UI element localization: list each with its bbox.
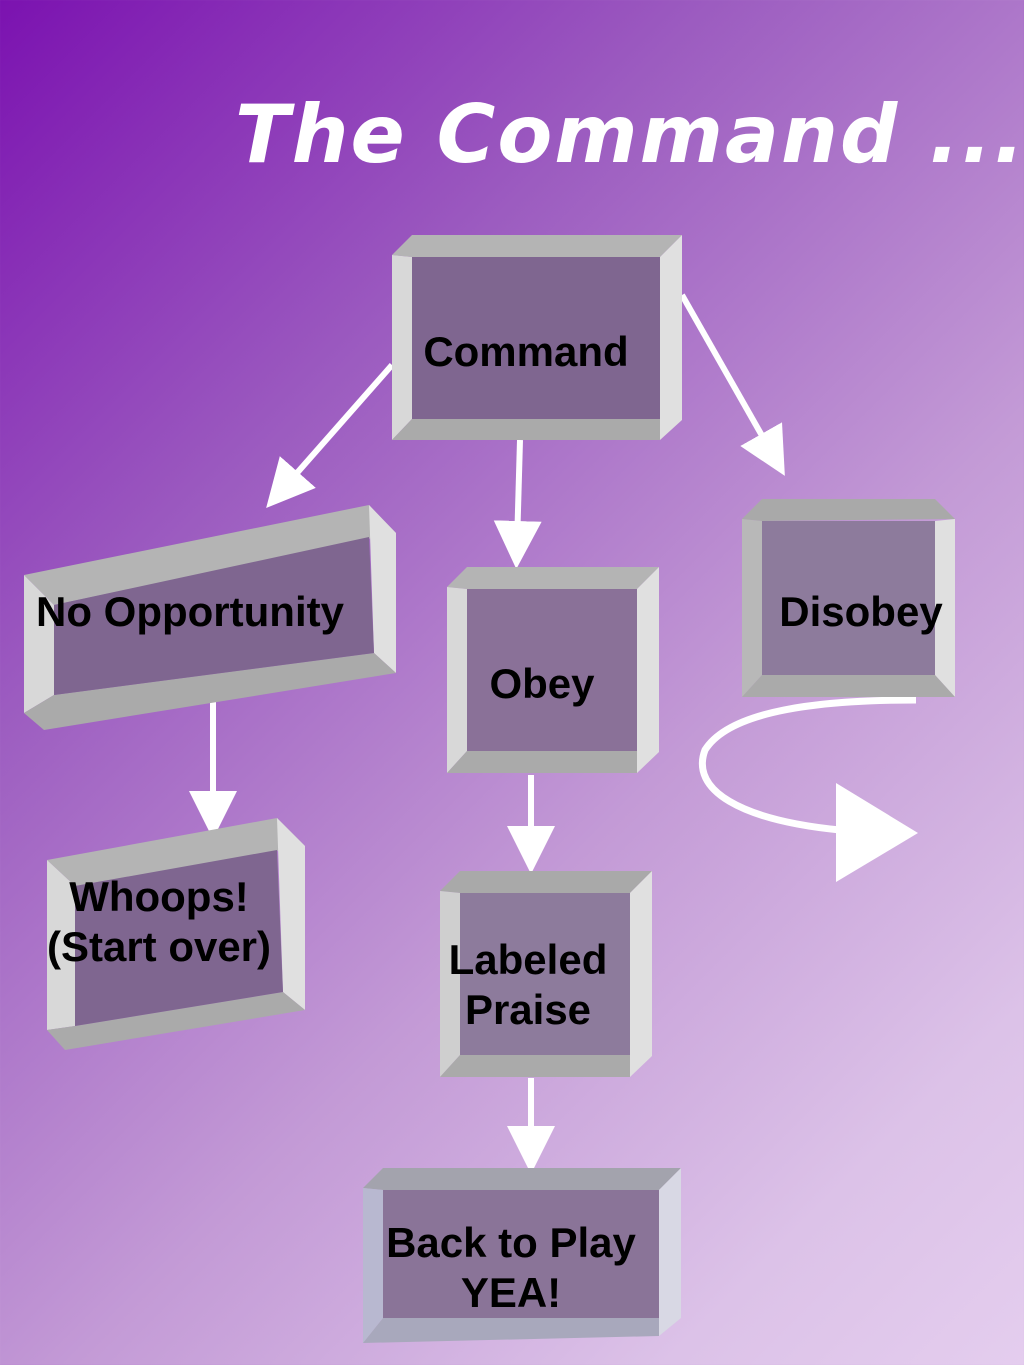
- obey-label: Obey: [489, 660, 595, 707]
- labeled-praise-line-1: Labeled: [448, 936, 608, 983]
- labeled-praise-line-2: Praise: [464, 986, 592, 1034]
- command-label: Command: [423, 328, 629, 375]
- back-to-play-line-2: YEA!: [460, 1269, 562, 1317]
- obey-box: Obey: [447, 567, 659, 773]
- arrow-command-to-no-opportunity: [266, 363, 395, 509]
- whoops-line-1: Whoops!: [69, 873, 249, 920]
- whoops-line-2: (Start over): [46, 923, 272, 971]
- back-to-play-label: Back to Play YEA!: [363, 1218, 659, 1319]
- back-to-play-line-1: Back to Play: [386, 1219, 636, 1266]
- slide-title: The Command ...: [235, 88, 1024, 181]
- command-box: Command: [392, 235, 682, 440]
- no-opportunity-label: No Opportunity: [36, 588, 344, 635]
- whoops-label: Whoops! (Start over): [37, 872, 281, 973]
- whoops-box: Whoops! (Start over): [47, 818, 305, 1050]
- no-opportunity-box: No Opportunity: [24, 505, 396, 730]
- arrow-command-to-disobey: [679, 293, 785, 476]
- disobey-label: Disobey: [779, 588, 943, 635]
- disobey-box: Disobey: [742, 499, 955, 697]
- labeled-praise-box: Labeled Praise: [440, 871, 652, 1077]
- disobey-loop-arrow: [698, 696, 918, 882]
- arrow-command-to-obey: [493, 439, 542, 569]
- back-to-play-box: Back to Play YEA!: [363, 1168, 681, 1343]
- labeled-praise-label: Labeled Praise: [430, 935, 626, 1036]
